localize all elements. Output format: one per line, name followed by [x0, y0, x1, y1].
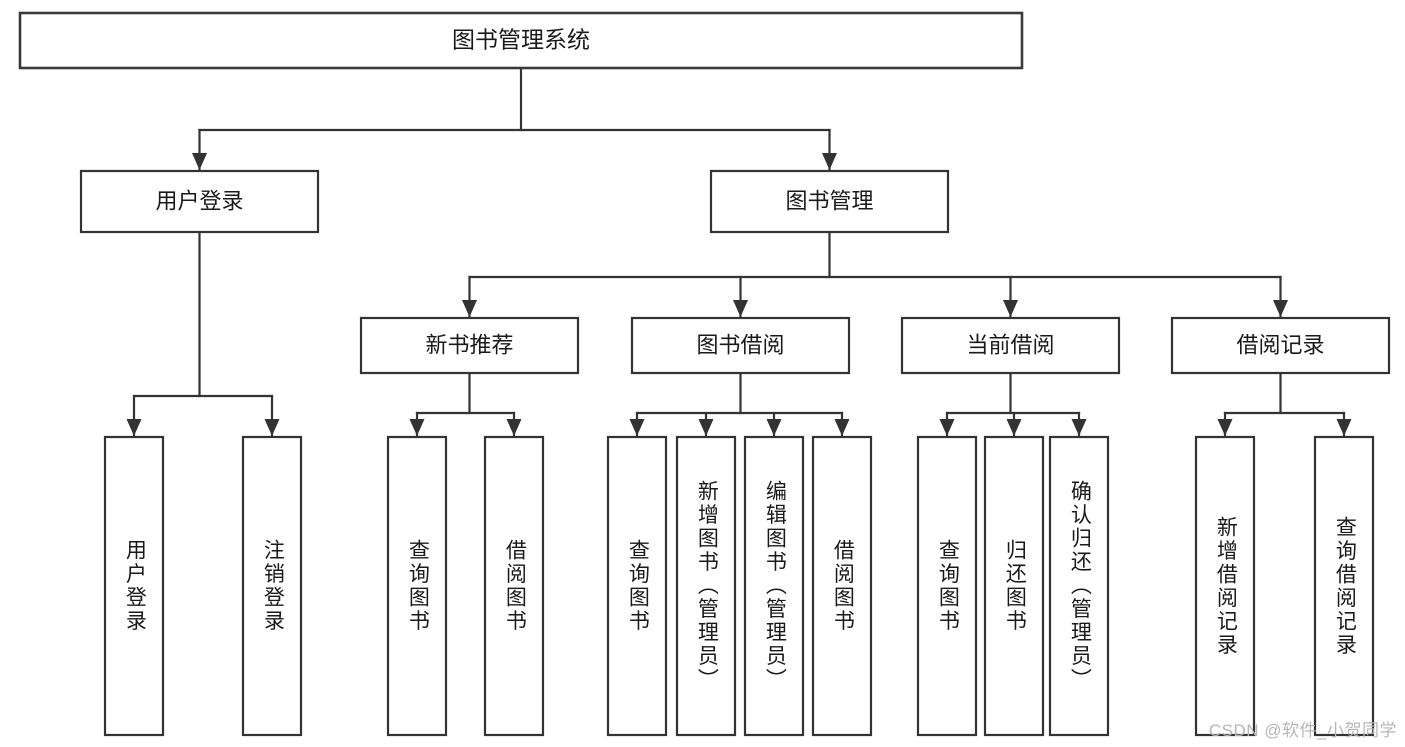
arrow-head-icon [629, 419, 645, 436]
arrow-head-icon [733, 300, 748, 317]
arrow-head-icon [939, 419, 955, 436]
node-leaf-add-book[interactable] [675, 435, 737, 737]
box-layer [18, 11, 1391, 737]
arrow-head-icon [126, 419, 142, 436]
node-borrow-record[interactable] [1170, 316, 1391, 375]
node-root-label: 图书管理系统 [452, 27, 590, 53]
arrow-head-icon [409, 419, 425, 436]
node-leaf-return-book[interactable] [983, 435, 1045, 737]
arrow-head-icon [1273, 300, 1288, 317]
node-leaf-confirm-return[interactable] [1048, 435, 1110, 737]
node-leaf-add-record[interactable] [1194, 435, 1256, 737]
node-leaf-query-record[interactable] [1313, 435, 1375, 737]
arrow-head-icon [822, 153, 837, 170]
node-root[interactable] [18, 11, 1024, 70]
connector-layer [126, 66, 1352, 437]
arrow-head-icon [766, 419, 782, 436]
arrow-head-icon [834, 419, 850, 436]
arrow-head-icon [264, 419, 280, 436]
arrow-head-icon [1071, 419, 1087, 436]
node-book-borrow[interactable] [630, 316, 851, 375]
arrow-head-icon [1217, 419, 1233, 436]
arrow-head-icon [1336, 419, 1352, 436]
node-current-borrow[interactable] [900, 316, 1121, 375]
node-leaf-query-book-1[interactable] [386, 435, 448, 737]
node-leaf-edit-book[interactable] [743, 435, 805, 737]
arrow-head-icon [506, 419, 522, 436]
node-book-borrow-label: 图书借阅 [696, 332, 784, 357]
node-leaf-borrow-book-2[interactable] [811, 435, 873, 737]
node-current-borrow-label: 当前借阅 [966, 332, 1054, 357]
node-new-book-recommend-label: 新书推荐 [425, 332, 513, 357]
arrow-head-icon [1006, 419, 1022, 436]
arrow-head-icon [192, 153, 207, 170]
watermark-text: CSDN @软件_小贺同学 [1208, 721, 1397, 740]
node-book-manage[interactable] [709, 169, 950, 234]
node-leaf-query-book-3[interactable] [916, 435, 978, 737]
arrow-head-icon [462, 300, 477, 317]
node-book-manage-label: 图书管理 [785, 188, 873, 213]
arrow-head-icon [1003, 300, 1018, 317]
node-borrow-record-label: 借阅记录 [1236, 332, 1324, 357]
node-leaf-borrow-book-1[interactable] [483, 435, 545, 737]
node-leaf-query-book-2[interactable] [606, 435, 668, 737]
node-user-login[interactable] [79, 169, 320, 234]
node-leaf-logout[interactable] [241, 435, 303, 737]
arrow-head-icon [698, 419, 714, 436]
node-new-book-recommend[interactable] [359, 316, 580, 375]
node-user-login-label: 用户登录 [155, 188, 243, 213]
node-leaf-user-login[interactable] [103, 435, 165, 737]
